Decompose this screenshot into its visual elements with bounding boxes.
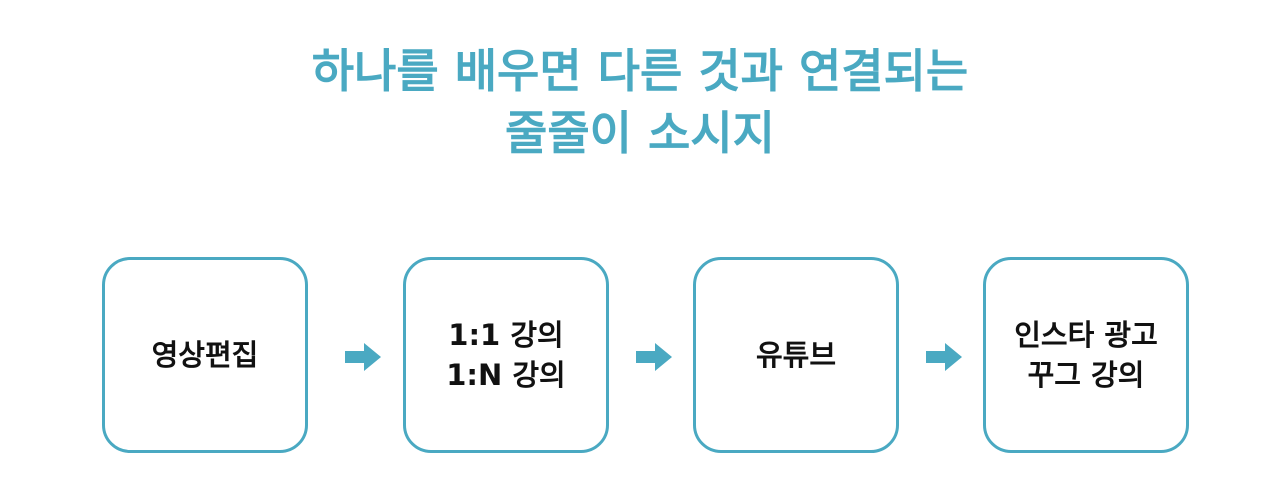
title-line-1: 하나를 배우면 다른 것과 연결되는	[311, 44, 969, 98]
step-label-line-2: 꾸그 강의	[1027, 358, 1145, 392]
step-box-instagram-ads: 인스타 광고 꾸그 강의	[983, 257, 1189, 453]
step-box-lectures: 1:1 강의 1:N 강의	[403, 257, 609, 453]
step-label-line-1: 인스타 광고	[1014, 318, 1158, 352]
step-box-video-editing: 영상편집	[102, 257, 308, 453]
step-box-youtube: 유튜브	[693, 257, 899, 453]
arrow-right-icon	[636, 343, 672, 371]
title-line-2: 줄줄이 소시지	[505, 106, 775, 160]
arrow-right-icon	[345, 343, 381, 371]
arrow-right-icon	[926, 343, 962, 371]
step-label: 영상편집	[151, 338, 259, 372]
diagram-title: 하나를 배우면 다른 것과 연결되는 줄줄이 소시지	[0, 40, 1280, 164]
step-label-line-2: 1:N 강의	[446, 358, 566, 392]
step-label: 유튜브	[755, 338, 837, 372]
step-label-line-1: 1:1 강의	[448, 318, 564, 352]
